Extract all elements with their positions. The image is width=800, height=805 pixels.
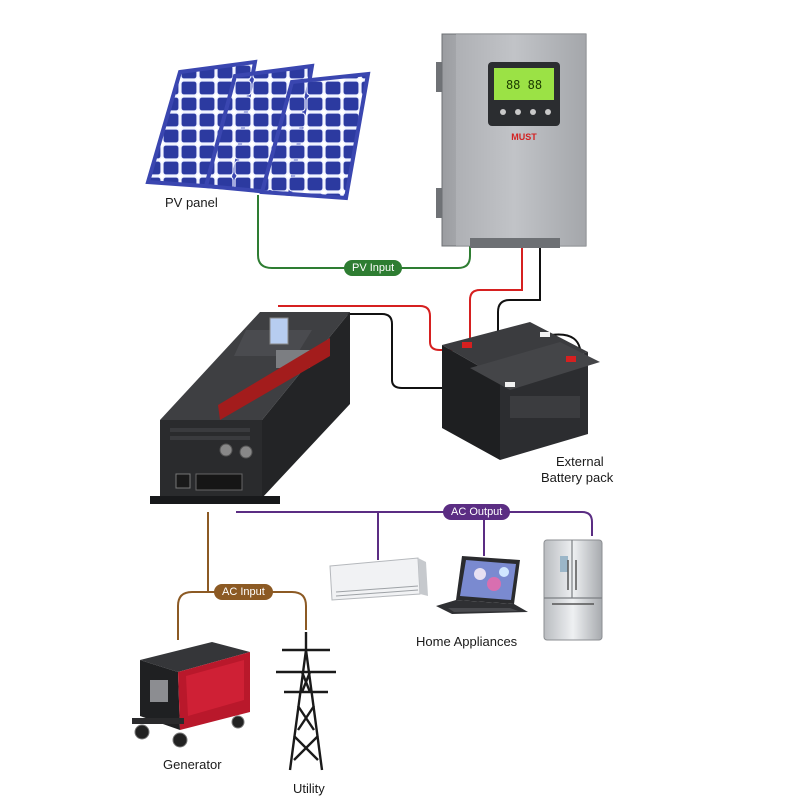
solar-charge-controller: 88 88 MUST	[436, 33, 587, 248]
ac-output-wire	[236, 511, 593, 560]
utility-tower	[276, 632, 336, 771]
inverter-negative-wire	[338, 313, 495, 389]
pv-input-tag: PV Input	[344, 260, 403, 276]
external-battery-label-line2: Battery pack	[541, 470, 614, 485]
refrigerator	[543, 539, 603, 641]
external-battery-label-line1: External	[556, 454, 604, 469]
controller-negative-wire	[497, 246, 541, 384]
inverter-charger	[150, 312, 350, 504]
controller-positive-wire	[469, 246, 523, 348]
ac-input-tag: AC Input	[214, 584, 273, 600]
generator	[132, 642, 250, 748]
inverter-positive-wire	[278, 305, 462, 351]
generator-label: Generator	[163, 757, 222, 772]
laptop	[436, 556, 528, 614]
controller-brand: MUST	[511, 132, 537, 142]
pv-panel-label: PV panel	[165, 195, 218, 210]
air-conditioner	[329, 557, 428, 601]
battery-pack	[442, 322, 600, 460]
utility-label: Utility	[293, 781, 325, 796]
ac-output-tag: AC Output	[443, 504, 511, 520]
pv-panel-array	[145, 59, 371, 201]
ac-input-wire	[177, 512, 307, 640]
svg-text:88 88: 88 88	[506, 78, 542, 92]
home-appliances-label: Home Appliances	[416, 634, 518, 649]
